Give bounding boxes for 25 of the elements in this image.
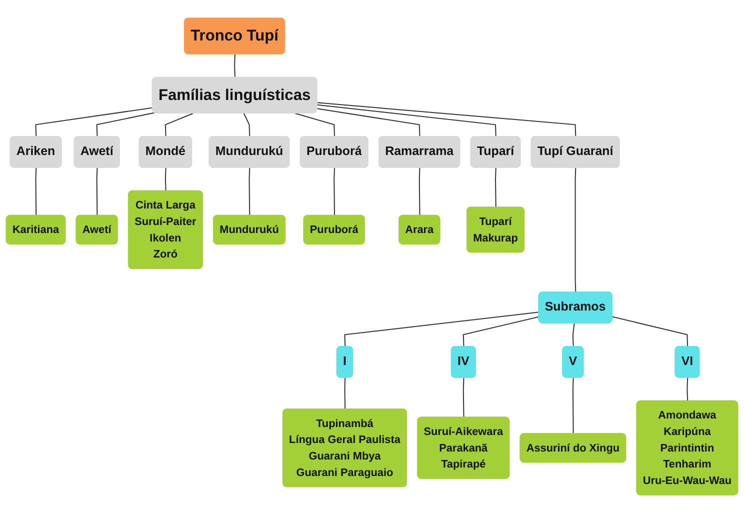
connector (462, 378, 464, 418)
connector (334, 168, 336, 216)
connector (35, 107, 153, 137)
connector (35, 168, 37, 216)
connector (574, 168, 576, 292)
connector (344, 312, 540, 347)
connector (164, 168, 166, 192)
connector (164, 112, 194, 137)
connector (572, 378, 574, 434)
connector (248, 168, 250, 216)
connector (494, 168, 496, 208)
connector (344, 378, 346, 410)
connector (295, 112, 336, 137)
connector (612, 316, 688, 347)
connector (317, 102, 576, 137)
connector (317, 104, 496, 137)
connector (418, 168, 420, 216)
connector (317, 108, 420, 137)
connector (234, 54, 236, 78)
connector (243, 113, 250, 137)
connector (96, 168, 98, 216)
connector (572, 323, 575, 347)
connector (686, 378, 688, 402)
connector (462, 316, 540, 347)
connector (96, 112, 155, 137)
